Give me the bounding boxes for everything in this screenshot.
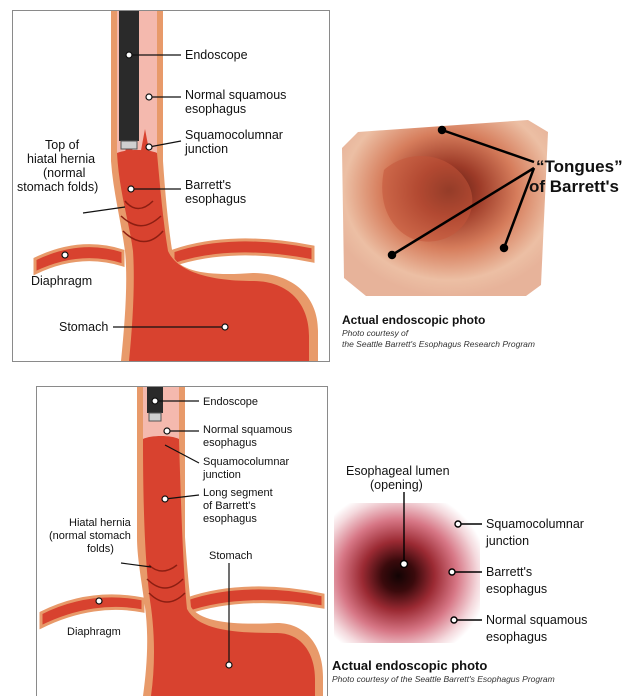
bottom-endoscopic-photo: Esophageal lumen (opening) Squamocolumna…: [330, 460, 636, 692]
label-sq-junction-2: junction: [184, 142, 228, 156]
label-long-segment-2: of Barrett's: [203, 500, 256, 512]
label-lumen-2: (opening): [370, 478, 423, 492]
label-normal-squamous-1: Normal squamous: [203, 424, 293, 436]
bottom-anatomy-diagram: Endoscope Normal squamous esophagus Squa…: [36, 386, 328, 696]
top-endoscopic-photo: “Tongues” of Barrett's Actual endoscopic…: [336, 110, 636, 350]
label-tongues-2: of Barrett's: [529, 177, 619, 196]
label-endoscope: Endoscope: [203, 396, 258, 408]
label-normal-squamous-2: esophagus: [185, 102, 246, 116]
diaphragm-left-shape: [41, 596, 143, 627]
label-top-hiatal-3: (normal: [43, 166, 85, 180]
label-hiatal-2: (normal stomach: [49, 530, 131, 542]
label-photo-sq-junction-2: junction: [485, 534, 529, 548]
label-endoscope: Endoscope: [185, 48, 248, 62]
label-diaphragm: Diaphragm: [31, 274, 92, 288]
label-stomach: Stomach: [59, 320, 108, 334]
label-long-segment-3: esophagus: [203, 513, 257, 525]
top-anatomy-diagram: Endoscope Normal squamous esophagus Squa…: [12, 10, 330, 362]
diaphragm-right-shape: [187, 588, 323, 613]
endoscope-tip: [121, 141, 137, 149]
label-top-hiatal-1: Top of: [45, 138, 80, 152]
label-photo-barretts-2: esophagus: [486, 582, 547, 596]
label-hiatal-3: folds): [87, 543, 114, 555]
label-sq-junction-1: Squamocolumnar: [185, 128, 283, 142]
top-photo-caption-line2: the Seattle Barrett's Esophagus Research…: [342, 339, 535, 349]
label-sq-junction-1: Squamocolumnar: [203, 456, 290, 468]
bottom-photo-caption-title: Actual endoscopic photo: [332, 658, 487, 673]
top-photo-caption-title: Actual endoscopic photo: [342, 313, 485, 327]
label-sq-junction-2: junction: [202, 469, 241, 481]
label-lumen-1: Esophageal lumen: [346, 464, 450, 478]
label-barretts-2: esophagus: [185, 192, 246, 206]
top-photo-caption-line1: Photo courtesy of: [342, 328, 410, 338]
label-normal-squamous-1: Normal squamous: [185, 88, 286, 102]
top-anatomy-svg: Endoscope Normal squamous esophagus Squa…: [13, 11, 329, 361]
label-normal-squamous-2: esophagus: [203, 437, 257, 449]
diaphragm-right-shape: [173, 240, 313, 265]
diaphragm-left-shape: [35, 246, 123, 273]
endoscope-shape: [119, 11, 139, 141]
label-barretts-1: Barrett's: [185, 178, 231, 192]
label-diaphragm: Diaphragm: [67, 626, 121, 638]
bottom-anatomy-svg: Endoscope Normal squamous esophagus Squa…: [37, 387, 327, 696]
label-photo-barretts-1: Barrett's: [486, 565, 532, 579]
label-long-segment-1: Long segment: [203, 487, 273, 499]
bottom-photo-caption-line: Photo courtesy of the Seattle Barrett's …: [332, 674, 555, 684]
label-photo-normal-2: esophagus: [486, 630, 547, 644]
endoscope-tip: [149, 413, 161, 421]
label-top-hiatal-4: stomach folds): [17, 180, 98, 194]
label-top-hiatal-2: hiatal hernia: [27, 152, 95, 166]
label-photo-sq-junction-1: Squamocolumnar: [486, 517, 584, 531]
label-tongues-1: “Tongues”: [536, 157, 623, 176]
label-photo-normal-1: Normal squamous: [486, 613, 587, 627]
label-stomach: Stomach: [209, 550, 252, 562]
label-hiatal-1: Hiatal hernia: [69, 517, 132, 529]
